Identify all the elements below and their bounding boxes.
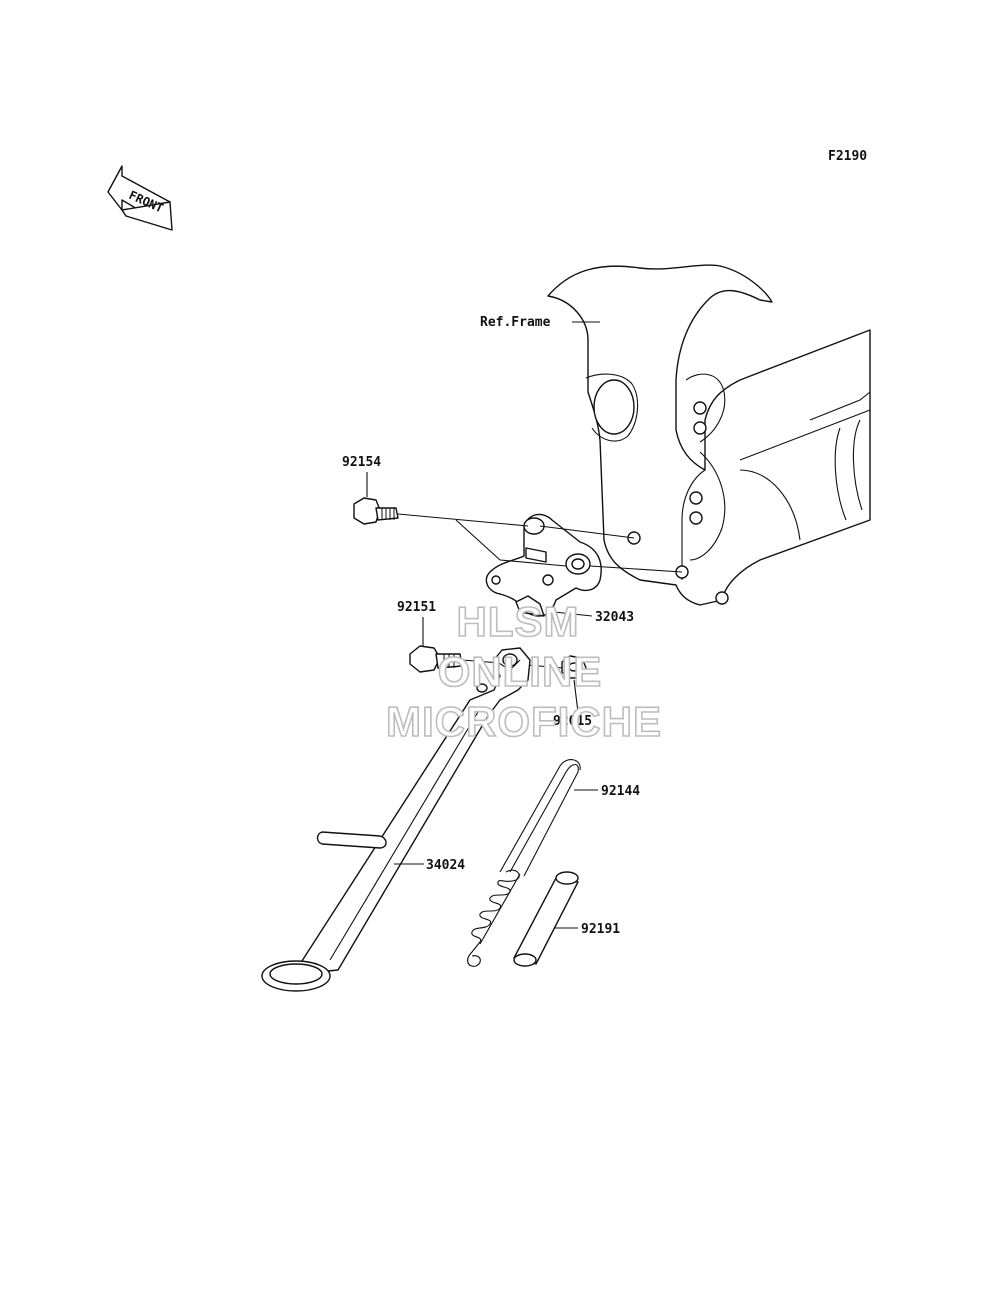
tube-92191 [513,871,579,967]
figure-code: F2190 [828,149,867,164]
watermark-line3: MICROFICHE [386,698,662,745]
spring-wire-92144 [499,759,581,877]
bolt-line-4 [539,525,635,539]
callout-92015: 92015 [553,714,592,729]
bolt-line-2 [455,519,501,561]
front-arrow-icon: FRONT [107,165,173,231]
bolt-92151 [409,645,463,673]
callout-34024: 34024 [426,858,465,873]
watermark: HLSM ONLINE MICROFICHE [385,597,662,746]
leader-92015 [573,679,579,713]
watermark-line2: ONLINE [438,648,603,695]
bracket-32043 [485,513,602,617]
bolt-line-3 [499,559,567,567]
callout-92191: 92191 [581,922,620,937]
nut-92015 [561,655,587,679]
callout-32043: 32043 [595,610,634,625]
leader-32043 [553,611,593,617]
ref-frame-label: Ref.Frame [480,315,551,330]
callout-92151: 92151 [397,600,436,615]
bolt-line-1 [397,513,529,527]
callout-92154: 92154 [342,455,381,470]
bolt-line-5 [589,565,683,573]
watermark-line1: HLSM [457,598,580,645]
bolt-92154 [353,497,399,525]
side-stand-34024 [261,647,531,992]
callout-92144: 92144 [601,784,640,799]
frame-reference [547,264,871,606]
spring-coil [467,869,521,967]
